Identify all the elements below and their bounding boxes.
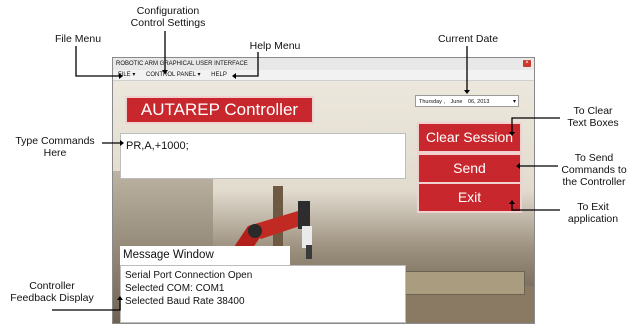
menu-file[interactable]: FILE ▾ [118, 72, 136, 78]
callout-feedback: Controller Feedback Display [2, 280, 102, 304]
callout-type-commands: Type Commands Here [10, 135, 100, 159]
callout-help-menu: Help Menu [249, 40, 301, 52]
date-weekday: Thursday , [419, 99, 445, 105]
app-brand-title: AUTAREP Controller [125, 96, 314, 124]
window-titlebar: ROBOTIC ARM GRAPHICAL USER INTERFACE × [113, 58, 534, 70]
callout-send-line2: Commands to [561, 164, 627, 176]
callout-current-date: Current Date [437, 33, 499, 45]
callout-feedback-line1: Controller [29, 280, 75, 292]
callout-send-line1: To Send [574, 152, 614, 164]
callout-clear-line1: To Clear [573, 105, 613, 117]
callout-exit-line1: To Exit [577, 201, 609, 213]
close-icon[interactable]: × [523, 60, 531, 67]
callout-send: To Send Commands to the Controller [556, 152, 632, 188]
callout-file-menu: File Menu [54, 33, 102, 45]
message-line: Selected COM: COM1 [125, 283, 225, 294]
scene-circuit-board [403, 271, 525, 295]
date-month: June [450, 99, 463, 105]
callout-send-line3: the Controller [562, 176, 626, 188]
callout-config-line1: Configuration [136, 5, 200, 17]
menu-help[interactable]: HELP [211, 72, 227, 78]
app-window: ROBOTIC ARM GRAPHICAL USER INTERFACE × F… [112, 57, 535, 324]
callout-type-line2: Here [43, 147, 67, 159]
message-window: Serial Port Connection Open Selected COM… [120, 265, 406, 323]
callout-exit: To Exit application [558, 201, 628, 225]
callout-config: Configuration Control Settings [118, 5, 218, 29]
message-window-label: Message Window [120, 246, 290, 265]
menu-control-panel[interactable]: CONTROL PANEL ▾ [146, 72, 201, 78]
message-line: Selected Baud Rate 38400 [125, 296, 245, 307]
callout-clear: To Clear Text Boxes [558, 105, 628, 129]
exit-button[interactable]: Exit [417, 182, 522, 213]
send-button[interactable]: Send [417, 153, 522, 184]
callout-exit-line2: application [567, 213, 619, 225]
callout-clear-line2: Text Boxes [567, 117, 619, 129]
message-line: Serial Port Connection Open [125, 270, 253, 281]
callout-config-line2: Control Settings [130, 17, 206, 29]
callout-feedback-line2: Feedback Display [10, 292, 94, 304]
callout-type-line1: Type Commands [15, 135, 95, 147]
date-picker[interactable]: Thursday , June 06, 2013 ▾ [415, 95, 519, 107]
command-input[interactable]: PR,A,+1000; [120, 133, 406, 179]
menu-bar: FILE ▾ CONTROL PANEL ▾ HELP [113, 70, 534, 81]
date-day-year: 06, 2013 [467, 99, 490, 105]
chevron-down-icon[interactable]: ▾ [512, 99, 516, 105]
clear-session-button[interactable]: Clear Session [417, 122, 522, 153]
window-title: ROBOTIC ARM GRAPHICAL USER INTERFACE [116, 61, 248, 67]
